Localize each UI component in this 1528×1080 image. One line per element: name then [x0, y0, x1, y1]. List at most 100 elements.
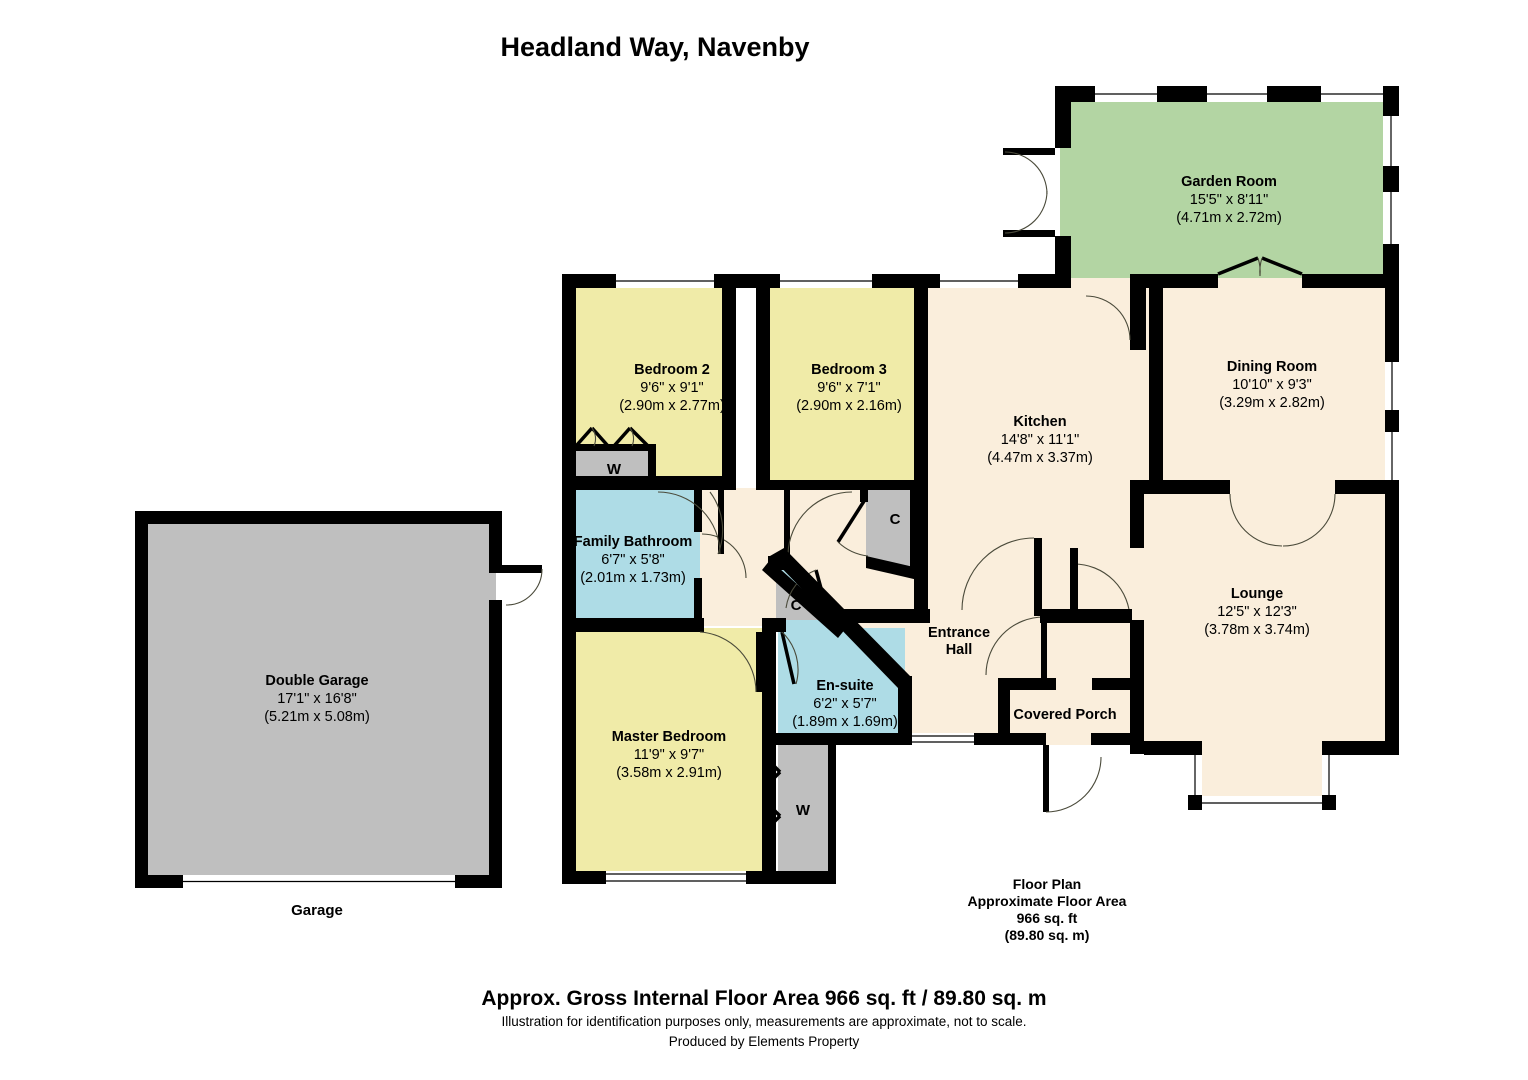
lounge-name: Lounge	[1231, 586, 1283, 602]
wardrobe-master-leaf-2	[762, 770, 782, 790]
wardrobe-master-fill	[778, 745, 832, 873]
kitchen-dim-metric: (4.47m x 3.37m)	[987, 450, 1093, 466]
en-suite-dim-metric: (1.89m x 1.69m)	[792, 714, 898, 730]
floor-plan-block-line3: 966 sq. ft	[1017, 910, 1078, 926]
wardrobe-master-leaf-3	[762, 798, 782, 818]
garden-room-floor	[1060, 88, 1386, 288]
gr-inner-door-arc-right	[1259, 257, 1263, 277]
bay-corner-tl	[1188, 741, 1202, 755]
wall-bed2-bath	[562, 476, 722, 490]
master-window	[606, 871, 746, 884]
wardrobe-master-leaf-1	[762, 754, 782, 774]
wardrobe-bed2-top-wall	[566, 444, 654, 451]
wall-dining-lounge-right	[1335, 480, 1399, 494]
gr-wall-right-1	[1383, 86, 1399, 116]
bathroom-door-arc	[701, 533, 747, 579]
porch-inner-door-leaf	[1041, 617, 1047, 679]
en-suite-bottom-wall	[770, 733, 912, 745]
top-wall-3	[872, 274, 940, 288]
wall-bath-master	[562, 618, 704, 632]
footer-main-text: Approx. Gross Internal Floor Area 966 sq…	[481, 987, 1046, 1010]
garden-room-dim-imperial: 15'5" x 8'11"	[1190, 192, 1268, 208]
en-suite-door-arc	[781, 631, 799, 685]
gr-wall-right-2	[1383, 166, 1399, 192]
kitchen-hall-door-leaf	[1034, 538, 1042, 616]
lounge-dim-imperial: 12'5" x 12'3"	[1217, 604, 1297, 620]
gr-wall-right-3	[1383, 244, 1399, 274]
page-title: Headland Way, Navenby	[500, 32, 809, 62]
floor-plan-block-line2: Approximate Floor Area	[968, 893, 1127, 909]
right-wall-1	[1385, 274, 1399, 362]
gr-left-door-arc-top	[1004, 151, 1048, 195]
kitchen-hall-door-arc	[961, 537, 1035, 611]
family-bathroom-name: Family Bathroom	[574, 534, 692, 550]
gr-left-door-jamb-top	[1003, 148, 1055, 155]
entrance-hall-name-line2: Hall	[946, 642, 973, 658]
bedroom-3-name: Bedroom 3	[811, 362, 887, 378]
bedroom3-door-arc	[787, 491, 853, 555]
lounge-wall-left-upper	[1130, 480, 1144, 548]
wall-bed2-right	[722, 274, 736, 490]
lounge-bottom-wall-left	[1144, 741, 1188, 755]
wardrobe-master-label: W	[796, 802, 811, 819]
wardrobe-bed2-leaf-1	[574, 426, 594, 448]
gr-wall-left-upper	[1055, 86, 1071, 148]
covered-porch-floor	[998, 680, 1130, 745]
right-wall-3	[1385, 480, 1399, 755]
footer-disclaimer: Illustration for identification purposes…	[501, 1014, 1026, 1029]
kitchen-name: Kitchen	[1013, 414, 1066, 430]
wardrobe-bed2-leaf-4	[628, 426, 650, 448]
master-door-leaf	[756, 632, 764, 692]
footer-producer: Produced by Elements Property	[669, 1034, 860, 1049]
garage-wall-bottom-left	[135, 875, 183, 888]
en-suite-name: En-suite	[816, 678, 873, 694]
wall-dining-lounge-left	[1130, 480, 1230, 494]
gr-wall-bottom-1	[1146, 274, 1218, 288]
cupboard-upper-door-arc	[837, 541, 869, 557]
en-suite-angled-wall	[770, 548, 912, 688]
corridor-wall-under-bed3	[770, 480, 918, 490]
hall-ensuite-stub	[762, 618, 786, 632]
wardrobe-bed2-right-wall	[648, 444, 656, 490]
wall-kitchen-dining	[1149, 274, 1163, 486]
wardrobe-bed2-leaf-3	[612, 426, 632, 448]
bathroom-right-wall-lower	[694, 578, 702, 630]
dining-room-dim-imperial: 10'10" x 9'3"	[1232, 377, 1312, 393]
garage-side-door-jamb	[502, 565, 542, 573]
lounge-floor	[1130, 486, 1395, 746]
wardrobe-master-leaf-4	[762, 814, 782, 834]
family-bathroom-dim-imperial: 6'7" x 5'8"	[601, 552, 664, 568]
dining-room-dim-metric: (3.29m x 2.82m)	[1219, 395, 1325, 411]
lounge-hall-door-leaf	[1070, 548, 1078, 620]
left-exterior-wall	[562, 274, 576, 884]
gr-inner-door-leaf-left	[1217, 256, 1259, 276]
bedroom-3-dim-metric: (2.90m x 2.16m)	[796, 398, 902, 414]
kitchen-left-wall	[914, 490, 928, 623]
dining-room-name: Dining Room	[1227, 359, 1317, 375]
master-right-wall-upper	[762, 628, 776, 746]
cupboard-lower-door-arc	[785, 569, 817, 609]
lounge-dim-metric: (3.78m x 3.74m)	[1204, 622, 1310, 638]
cupboard-lower-angled-wall	[762, 560, 846, 638]
bay-corner-tr	[1322, 741, 1336, 755]
cupboard-upper-angled-wall	[866, 556, 918, 580]
garage-wall-right-upper	[489, 511, 502, 573]
master-bedroom-floor	[566, 628, 766, 880]
garage-caption: Garage	[291, 902, 343, 919]
porch-wall-top-right	[1092, 678, 1144, 690]
right-wall-2	[1385, 410, 1399, 432]
porch-wall-bottom-right	[1091, 733, 1144, 745]
porch-wall-top-left	[998, 678, 1056, 690]
double-garage-name: Double Garage	[265, 673, 368, 689]
garden-room-name: Garden Room	[1181, 174, 1277, 190]
cupboard-hall-lower-label: C	[791, 597, 802, 614]
house-walls	[562, 86, 1399, 884]
cupboard-hall-upper-label: C	[890, 511, 901, 528]
garage-wall-right-lower	[489, 600, 502, 888]
garage-wall-top	[135, 511, 502, 524]
double-garage-dim-imperial: 17'1" x 16'8"	[277, 691, 357, 707]
master-bedroom-dim-imperial: 11'9" x 9'7"	[634, 747, 704, 763]
en-suite-right-wall	[898, 676, 912, 738]
porch-wall-left	[998, 678, 1010, 745]
wall-bed2-bed3	[756, 274, 770, 490]
